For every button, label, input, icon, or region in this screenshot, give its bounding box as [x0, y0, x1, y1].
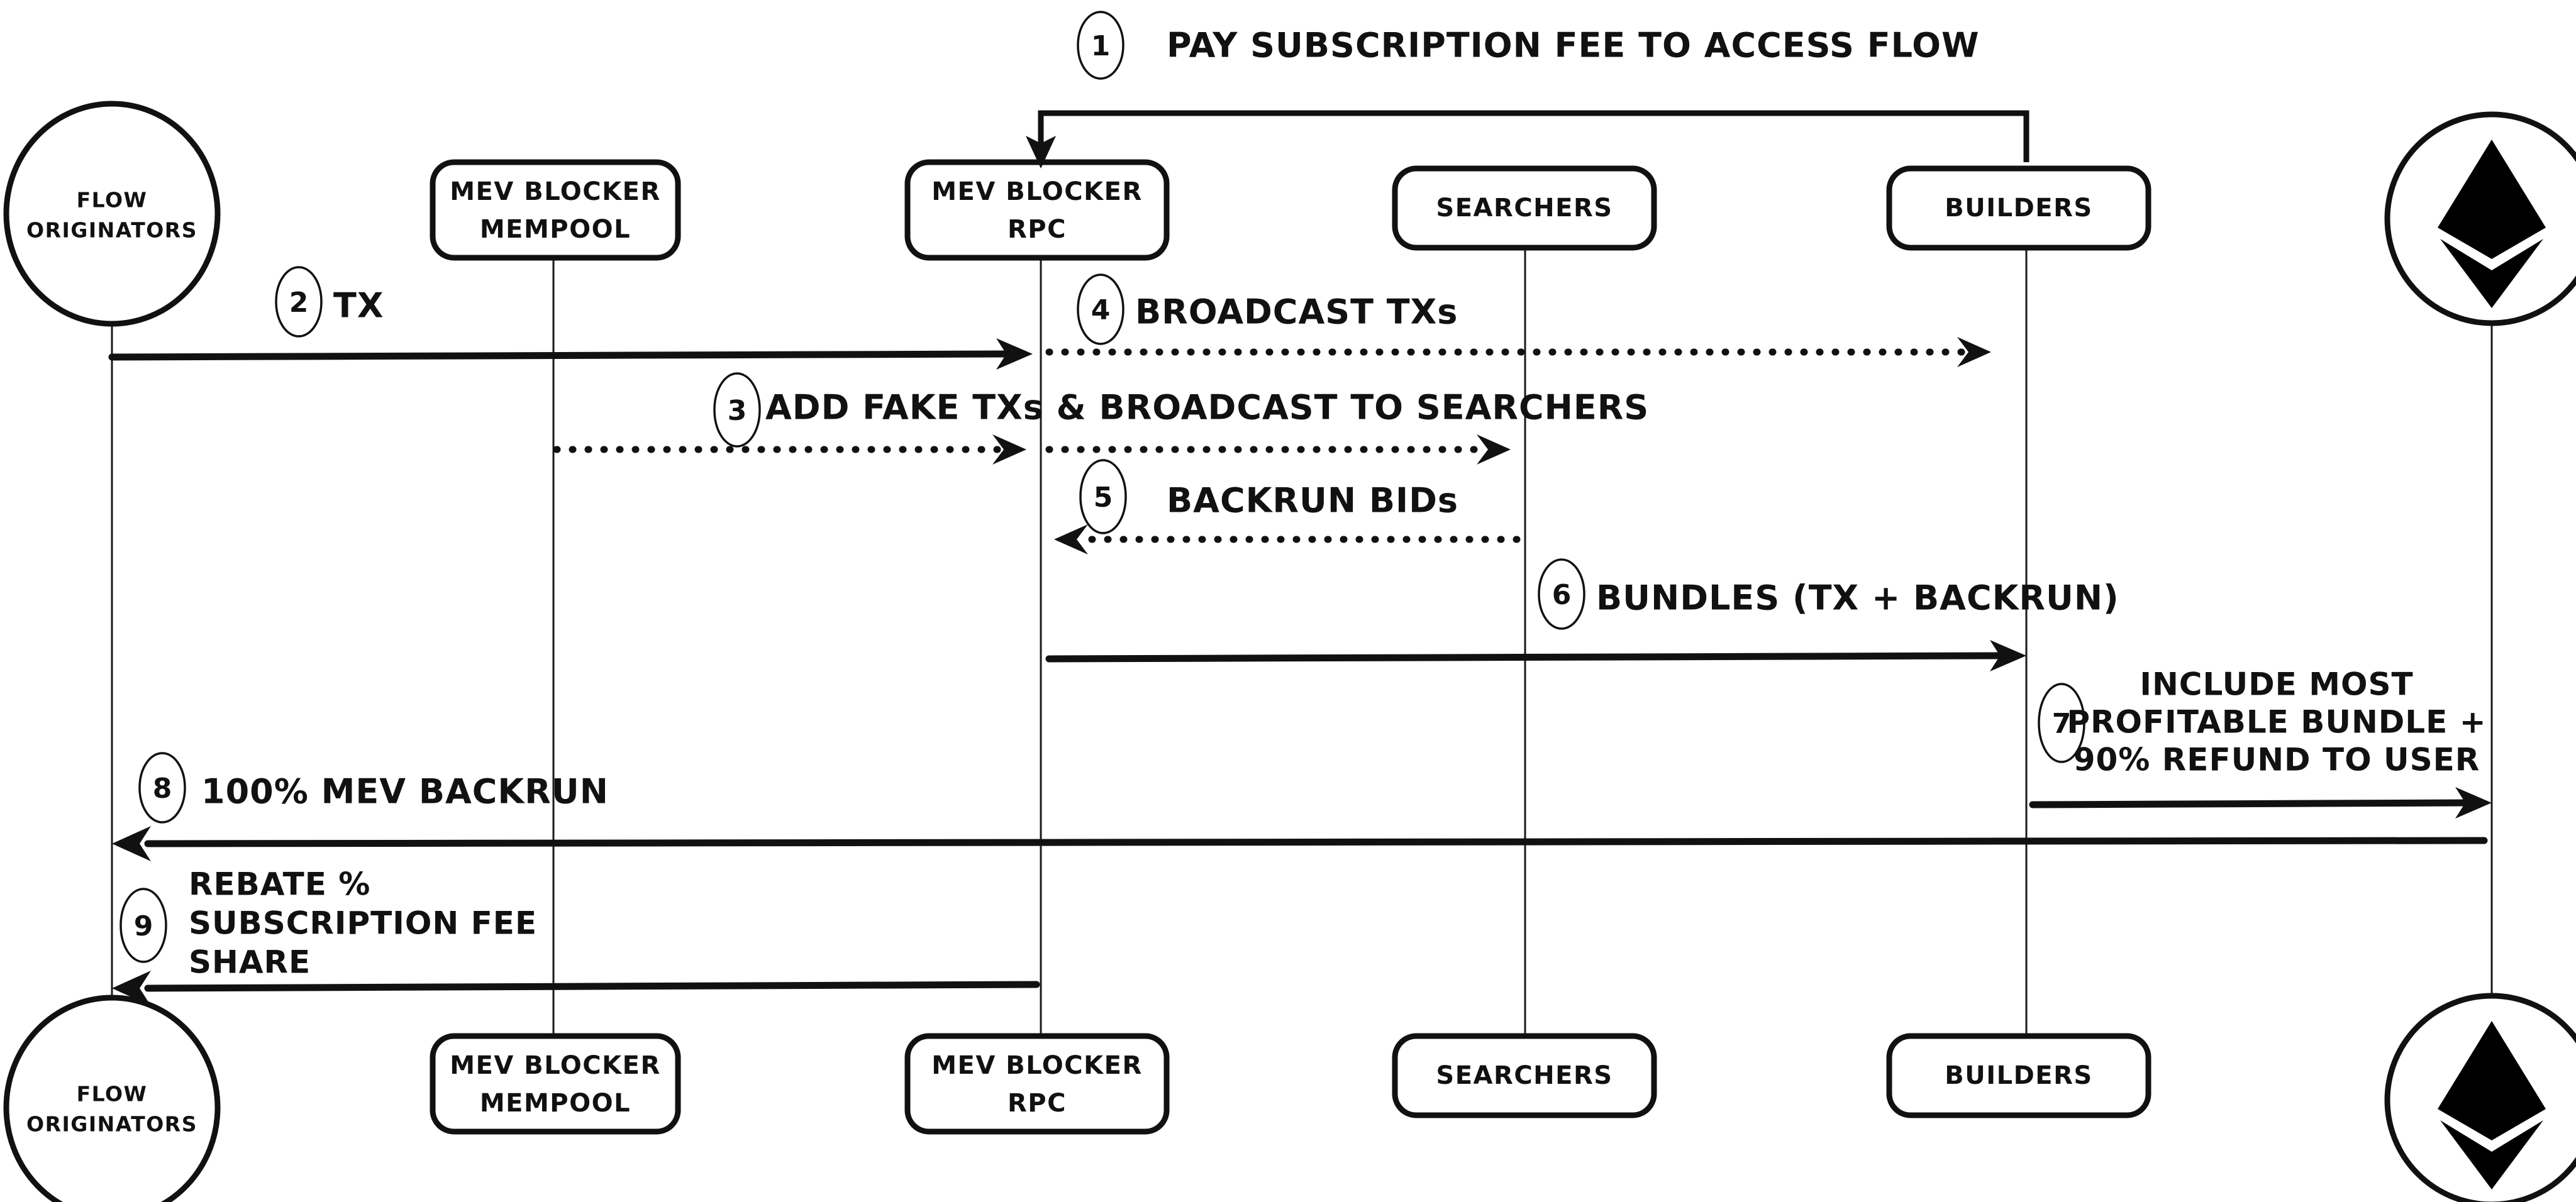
step-4-arrowhead: [1957, 337, 1991, 367]
actor-shape-ellipse: [3, 101, 221, 327]
step-5-arrowhead: [1054, 524, 1088, 554]
actor-label-line1: BUILDERS: [1945, 1061, 2092, 1090]
step-7-line: [2029, 799, 2468, 808]
actor-label-line2: RPC: [1008, 215, 1067, 244]
step-6-number: 6: [1552, 579, 1572, 611]
actor-mev-blocker-rpc-top[interactable]: MEV BLOCKER RPC: [904, 159, 1170, 261]
step-8-line: [144, 837, 2488, 847]
step-3-label: ADD FAKE TXs & BROADCAST TO SEARCHERS: [765, 388, 1649, 427]
actor-label-line2: MEMPOOL: [480, 1089, 631, 1118]
step-9-number: 9: [134, 910, 153, 942]
message-step-7[interactable]: 7 INCLUDE MOST PROFITABLE BUNDLE + 90% R…: [2029, 666, 2492, 819]
actor-shape-box: [904, 159, 1170, 261]
step-9-line: [144, 981, 1040, 992]
actor-mev-blocker-mempool-top[interactable]: MEV BLOCKER MEMPOOL: [430, 159, 681, 261]
step-6-arrowhead: [1990, 640, 2026, 671]
actor-label-line1: FLOW: [77, 188, 148, 212]
step-9-arrowhead: [112, 971, 151, 1006]
actor-builders-bottom[interactable]: BUILDERS: [1886, 1033, 2151, 1118]
actor-shape-box: [904, 1033, 1170, 1135]
step-1-number-badge[interactable]: [1077, 11, 1124, 80]
ethereum-diamond-icon: [2438, 1021, 2546, 1189]
step-7-arrowhead: [2455, 787, 2492, 819]
step-8-number-badge[interactable]: [138, 752, 186, 824]
step-1-label: PAY SUBSCRIPTION FEE TO ACCESS FLOW: [1167, 26, 1980, 65]
step-9-number-badge[interactable]: [119, 888, 167, 963]
actor-mev-blocker-rpc-bottom[interactable]: MEV BLOCKER RPC: [904, 1033, 1170, 1135]
actor-flow-originators-bottom[interactable]: FLOW ORIGINATORS: [3, 995, 221, 1202]
step-9-label-line3: SHARE: [189, 944, 311, 981]
step-7-label-line1: INCLUDE MOST: [2140, 666, 2413, 703]
actor-label-line2: ORIGINATORS: [26, 218, 197, 243]
actor-shape-box: [1392, 165, 1657, 251]
step-9-label-line2: SUBSCRIPTION FEE: [189, 905, 537, 942]
step-7-label-line2: PROFITABLE BUNDLE +: [2067, 704, 2486, 741]
actor-shape-box: [1886, 165, 2151, 251]
step-2-line: [108, 350, 1010, 361]
step-6-label: BUNDLES (TX + BACKRUN): [1596, 578, 2119, 618]
step-3-number: 3: [728, 395, 747, 427]
step-6-number-badge[interactable]: [1538, 558, 1585, 630]
message-step-2[interactable]: 2 TX: [108, 266, 1033, 370]
step-2-number: 2: [289, 287, 309, 319]
message-step-8[interactable]: 8 100% MEV BACKRUN: [112, 752, 2488, 861]
lifelines: [111, 189, 2493, 1036]
actor-label-line1: MEV BLOCKER: [931, 1051, 1143, 1080]
actor-shape-box: [430, 159, 681, 261]
step-5-number: 5: [1094, 482, 1113, 514]
actor-label-line1: SEARCHERS: [1436, 194, 1613, 223]
message-step-3[interactable]: 3 ADD FAKE TXs & BROADCAST TO SEARCHERS: [553, 372, 1649, 465]
actor-ethereum-bottom[interactable]: [2384, 993, 2576, 1202]
step-5-number-badge[interactable]: [1079, 459, 1127, 534]
actor-builders-top[interactable]: BUILDERS: [1886, 165, 2151, 251]
step-2-number-badge[interactable]: [275, 266, 323, 338]
step-1-number: 1: [1091, 30, 1111, 62]
actor-shape-box: [1392, 1033, 1657, 1118]
step-2-arrowhead: [996, 338, 1033, 370]
step-6-line: [1045, 652, 2002, 663]
step-8-label: 100% MEV BACKRUN: [201, 772, 609, 812]
step-2-label: TX: [333, 286, 384, 326]
actor-shape-ellipse: [3, 995, 221, 1202]
step-7-number-badge[interactable]: [2038, 683, 2085, 763]
message-step-5[interactable]: 5 BACKRUN BIDs: [1054, 459, 1521, 554]
step-5-label: BACKRUN BIDs: [1167, 481, 1458, 521]
step-3-arrowhead-a: [992, 434, 1026, 465]
step-4-label: BROADCAST TXs: [1135, 292, 1458, 332]
step-9-label-line1: REBATE %: [189, 866, 370, 903]
actor-ethereum-top[interactable]: [2384, 111, 2576, 326]
step-7-label-line3: 90% REFUND TO USER: [2074, 742, 2480, 778]
actor-label-line2: MEMPOOL: [480, 215, 631, 244]
actor-shape-box: [1886, 1033, 2151, 1118]
actor-label-line2: ORIGINATORS: [26, 1112, 197, 1137]
actor-label-line1: MEV BLOCKER: [450, 1051, 661, 1080]
step-8-arrowhead: [112, 826, 151, 861]
actor-shape-box: [430, 1033, 681, 1135]
message-step-9[interactable]: 9 REBATE % SUBSCRIPTION FEE SHARE: [112, 866, 1040, 1006]
actor-flow-originators-top[interactable]: FLOW ORIGINATORS: [3, 101, 221, 327]
message-step-4[interactable]: 4 BROADCAST TXs: [1045, 273, 1991, 367]
actor-mev-blocker-mempool-bottom[interactable]: MEV BLOCKER MEMPOOL: [430, 1033, 681, 1135]
actor-label-line2: RPC: [1008, 1089, 1067, 1118]
step-4-number-badge[interactable]: [1077, 273, 1124, 345]
ethereum-diamond-icon: [2438, 140, 2546, 308]
actor-searchers-bottom[interactable]: SEARCHERS: [1392, 1033, 1657, 1118]
message-step-1[interactable]: 1 PAY SUBSCRIPTION FEE TO ACCESS FLOW: [1026, 11, 2029, 168]
step-1-arrowhead: [1026, 136, 1056, 168]
message-step-6[interactable]: 6 BUNDLES (TX + BACKRUN): [1045, 558, 2119, 671]
actor-label-line1: BUILDERS: [1945, 194, 2092, 223]
actor-searchers-top[interactable]: SEARCHERS: [1392, 165, 1657, 251]
actor-label-line1: FLOW: [77, 1082, 148, 1106]
step-8-number: 8: [153, 773, 172, 805]
actor-label-line1: MEV BLOCKER: [931, 177, 1143, 206]
step-3-number-badge[interactable]: [713, 372, 761, 448]
step-4-number: 4: [1091, 294, 1111, 326]
step-7-number: 7: [2052, 708, 2072, 740]
step-3-arrowhead-b: [1477, 434, 1511, 465]
actor-label-line1: SEARCHERS: [1436, 1061, 1613, 1090]
actor-label-line1: MEV BLOCKER: [450, 177, 661, 206]
step-1-bracket-line: [1038, 110, 2029, 162]
